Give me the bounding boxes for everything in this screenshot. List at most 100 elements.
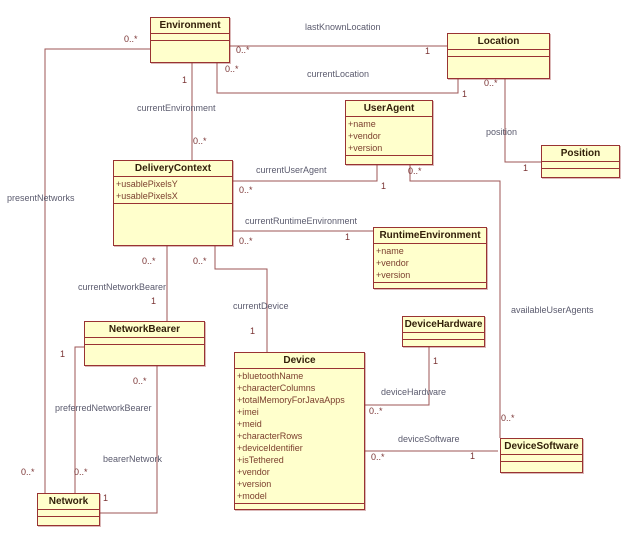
association-label-bearer-network: bearerNetwork — [103, 454, 163, 464]
association-label-current-device: currentDevice — [233, 301, 289, 311]
class-attributes-runtime-environment: +name +vendor +version — [374, 243, 486, 282]
association-bearer-network[interactable] — [100, 366, 158, 514]
class-network-bearer[interactable]: NetworkBearer — [84, 321, 205, 366]
multiplicity-available-user-agents-1: 0..* — [501, 413, 515, 423]
class-network[interactable]: Network — [37, 493, 100, 526]
class-attributes-device: +bluetoothName+characterColumns+totalMem… — [235, 368, 364, 503]
multiplicity-bearer-network-0: 1 — [103, 493, 109, 503]
multiplicity-current-environment-1: 0..* — [193, 136, 207, 146]
class-environment[interactable]: Environment — [150, 17, 230, 63]
class-attribute: +imei — [237, 407, 259, 417]
multiplicity-device-software-1: 1 — [470, 451, 476, 461]
association-current-user-agent[interactable] — [233, 164, 378, 182]
class-title-runtime-environment: RuntimeEnvironment — [379, 230, 481, 241]
multiplicity-current-user-agent-0: 0..* — [239, 185, 253, 195]
class-attribute: +meid — [237, 419, 262, 429]
association-current-device[interactable] — [214, 245, 268, 352]
class-title-user-agent: UserAgent — [363, 103, 415, 114]
class-attributes-network — [38, 509, 99, 516]
class-operations-device-software — [501, 461, 582, 472]
class-operations-delivery-context — [114, 203, 232, 245]
class-attribute: +version — [376, 270, 411, 280]
class-attribute: +characterColumns — [237, 383, 316, 393]
class-attribute: +name — [376, 246, 404, 256]
multiplicity-current-environment-0: 1 — [182, 75, 188, 85]
class-title-device-software: DeviceSoftware — [504, 441, 579, 452]
class-position[interactable]: Position — [541, 145, 620, 178]
class-location[interactable]: Location — [447, 33, 550, 79]
class-attributes-position — [542, 161, 619, 168]
association-device-hardware[interactable] — [365, 347, 430, 406]
association-available-user-agents[interactable] — [409, 164, 501, 438]
multiplicity-present-networks-0: 0..* — [124, 34, 138, 44]
multiplicity-last-known-location-0: 0..* — [236, 45, 250, 55]
class-attribute: +version — [348, 143, 383, 153]
association-label-device-hardware: deviceHardware — [381, 387, 447, 397]
multiplicity-current-location-1: 1 — [462, 89, 468, 99]
multiplicity-device-hardware-0: 0..* — [369, 406, 383, 416]
multiplicity-current-device-0: 0..* — [193, 256, 207, 266]
association-position[interactable] — [504, 79, 541, 163]
class-attribute: +vendor — [348, 131, 381, 141]
multiplicity-device-hardware-1: 1 — [433, 356, 439, 366]
association-label-current-environment: currentEnvironment — [137, 103, 216, 113]
association-label-position: position — [486, 127, 518, 137]
multiplicity-current-runtime-environment-1: 1 — [345, 232, 351, 242]
multiplicity-present-networks-1: 0..* — [21, 467, 35, 477]
multiplicity-preferred-network-bearer-1: 0..* — [74, 467, 88, 477]
multiplicity-current-device-1: 1 — [250, 326, 256, 336]
class-attributes-device-software — [501, 454, 582, 461]
class-attribute: +usablePixelsX — [116, 191, 178, 201]
class-attributes-device-hardware — [403, 332, 484, 339]
class-operations-network-bearer — [85, 344, 204, 365]
association-label-current-network-bearer: currentNetworkBearer — [78, 282, 167, 292]
association-label-preferred-network-bearer: preferredNetworkBearer — [55, 403, 152, 413]
multiplicity-bearer-network-1: 0..* — [133, 376, 147, 386]
class-attribute: +isTethered — [237, 455, 284, 465]
class-attribute: +vendor — [376, 258, 409, 268]
multiplicity-current-user-agent-1: 1 — [381, 181, 387, 191]
class-operations-position — [542, 168, 619, 177]
class-title-network: Network — [48, 496, 89, 507]
multiplicity-available-user-agents-0: 0..* — [408, 166, 422, 176]
class-attributes-user-agent: +name +vendor +version — [346, 116, 432, 155]
class-runtime-environment[interactable]: RuntimeEnvironment +name +vendor +version — [373, 227, 487, 289]
association-present-networks[interactable] — [44, 48, 150, 493]
class-attribute: +vendor — [237, 467, 270, 477]
association-label-device-software: deviceSoftware — [398, 434, 460, 444]
class-title-device-hardware: DeviceHardware — [404, 319, 483, 330]
class-operations-device — [235, 503, 364, 509]
association-label-current-user-agent: currentUserAgent — [256, 165, 327, 175]
association-label-current-location: currentLocation — [307, 69, 370, 79]
class-attribute: +bluetoothName — [237, 371, 304, 381]
class-delivery-context[interactable]: DeliveryContext+usablePixelsY+usablePixe… — [113, 160, 233, 246]
multiplicity-preferred-network-bearer-0: 1 — [60, 349, 66, 359]
class-attributes-network-bearer — [85, 337, 204, 344]
class-attribute: +version — [237, 479, 272, 489]
association-preferred-network-bearer[interactable] — [74, 346, 84, 493]
class-attributes-location — [448, 49, 549, 56]
multiplicity-current-location-0: 0..* — [225, 64, 239, 74]
class-title-position: Position — [560, 148, 601, 159]
class-attributes-delivery-context: +usablePixelsY+usablePixelsX — [114, 176, 232, 203]
class-operations-environment — [151, 40, 229, 62]
class-attribute: +characterRows — [237, 431, 303, 441]
class-operations-location — [448, 56, 549, 78]
class-user-agent[interactable]: UserAgent +name +vendor +version — [345, 100, 433, 165]
class-attribute: +deviceIdentifier — [237, 443, 303, 453]
association-current-location[interactable] — [216, 63, 459, 94]
class-operations-user-agent — [346, 155, 432, 164]
association-label-present-networks: presentNetworks — [7, 193, 75, 203]
class-device-software[interactable]: DeviceSoftware — [500, 438, 583, 473]
class-device[interactable]: Device+bluetoothName+characterColumns+to… — [234, 352, 365, 510]
class-attribute: +name — [348, 119, 376, 129]
class-operations-device-hardware — [403, 339, 484, 346]
class-title-location: Location — [477, 36, 520, 47]
multiplicity-current-runtime-environment-0: 0..* — [239, 236, 253, 246]
class-device-hardware[interactable]: DeviceHardware — [402, 316, 485, 347]
class-attribute: +model — [237, 491, 267, 501]
association-label-last-known-location: lastKnownLocation — [305, 22, 381, 32]
class-attributes-environment — [151, 33, 229, 40]
